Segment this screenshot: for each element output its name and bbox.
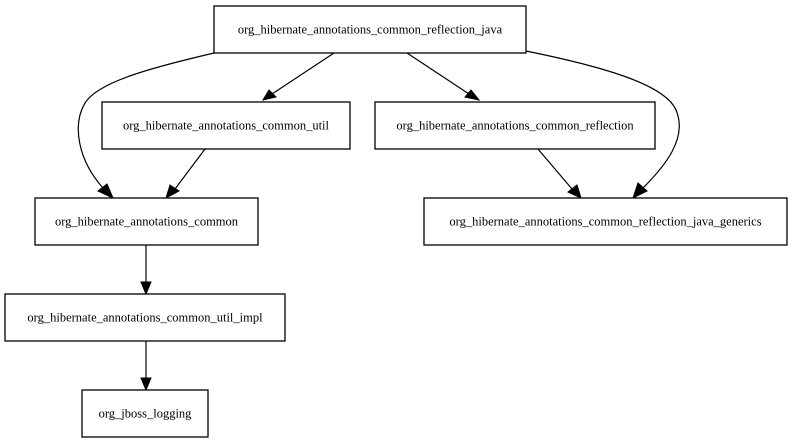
node-label: org_hibernate_annotations_common_util [123,119,330,133]
edge-line [537,148,573,190]
arrowhead [632,182,648,199]
arrowhead [165,184,180,200]
node-label: org_hibernate_annotations_common_reflect… [449,215,761,229]
node-box [101,101,351,150]
node-label: org_jboss_logging [99,407,193,421]
node-label: org_hibernate_annotations_common [55,215,239,229]
arrowhead [261,89,277,101]
node-util[interactable]: org_hibernate_annotations_common_util [101,101,351,150]
arrowhead [97,183,114,200]
edge-line [271,52,335,95]
node-reflection-java[interactable]: org_hibernate_annotations_common_reflect… [213,5,527,54]
node-label: org_hibernate_annotations_common_reflect… [396,119,634,133]
node-jboss-logging[interactable]: org_jboss_logging [81,389,209,438]
node-box [34,197,259,246]
edge-line [174,148,206,190]
node-label: org_hibernate_annotations_common_util_im… [27,311,263,325]
arrowhead [140,377,152,392]
edge-reflection-java-to-reflection [406,52,481,101]
node-box [213,5,527,54]
edge-reflection-java-to-java-generics [525,50,680,199]
edge-reflection-java-to-common [77,52,215,200]
node-common[interactable]: org_hibernate_annotations_common [34,197,259,246]
arrowhead [464,89,481,101]
node-box [423,197,788,246]
edges-layer [77,50,680,392]
node-java-generics[interactable]: org_hibernate_annotations_common_reflect… [423,197,788,246]
node-box [374,101,656,150]
edge-line [406,52,470,95]
edge-reflection-to-java-generics [537,148,582,199]
edge-line [77,52,215,189]
nodes-layer: org_hibernate_annotations_common_reflect… [4,5,788,438]
node-reflection[interactable]: org_hibernate_annotations_common_reflect… [374,101,656,150]
edge-line [525,50,680,189]
arrowhead [567,184,582,199]
arrowhead [140,281,152,296]
edge-common-to-util-impl [140,245,152,296]
edge-reflection-java-to-util [261,52,335,101]
node-label: org_hibernate_annotations_common_reflect… [238,23,503,37]
node-util-impl[interactable]: org_hibernate_annotations_common_util_im… [4,293,286,342]
node-box [4,293,286,342]
edge-util-to-common [165,148,206,200]
node-box [81,389,209,438]
edge-util-impl-to-jboss-logging [140,341,152,392]
